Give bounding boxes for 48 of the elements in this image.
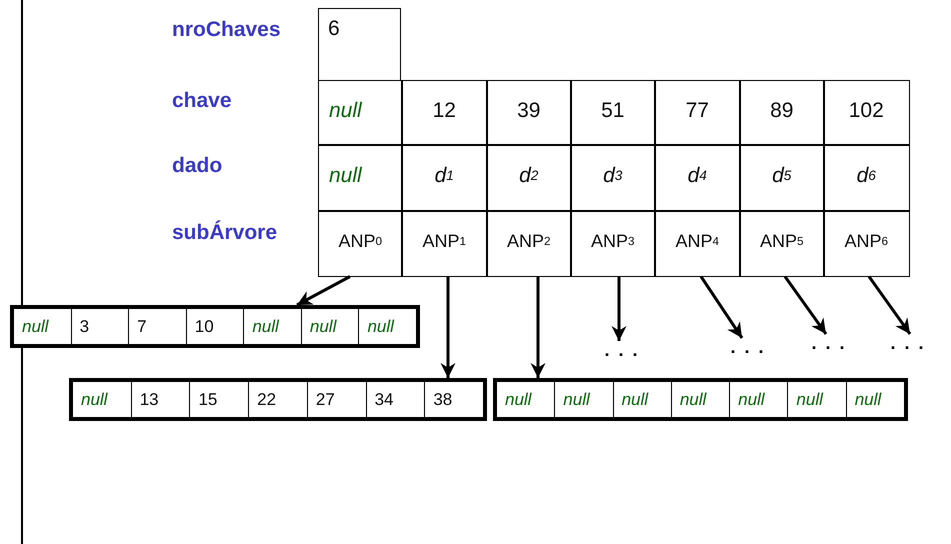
array-cell: null xyxy=(612,382,671,417)
array-cell: 38 xyxy=(424,382,484,417)
arrow xyxy=(784,276,828,335)
row-label: dado xyxy=(172,154,222,178)
table-cell: 77 xyxy=(654,80,740,146)
row-label: chave xyxy=(172,89,232,113)
array-cell: 15 xyxy=(189,382,248,417)
array-cell: 22 xyxy=(248,382,307,417)
array-cell: 27 xyxy=(306,382,366,417)
table-cell: null xyxy=(318,144,402,212)
table-cell: 102 xyxy=(823,80,910,146)
array-cell: null xyxy=(787,382,846,417)
table-cell: null xyxy=(318,80,402,146)
table-cell: 51 xyxy=(570,80,656,146)
row-label: nroChaves xyxy=(172,18,281,42)
arrow xyxy=(296,275,351,306)
arrow xyxy=(868,276,912,335)
array-cell: 13 xyxy=(130,382,190,417)
table-cell: 89 xyxy=(739,80,824,146)
table-cell: 12 xyxy=(401,80,488,146)
ellipsis: . . . xyxy=(724,338,772,358)
table-cell: 6 xyxy=(318,8,401,81)
arrow xyxy=(530,276,546,378)
arrow xyxy=(440,276,456,378)
array-cell: null xyxy=(243,309,301,344)
array-cell: 10 xyxy=(186,309,244,344)
ellipsis: . . . xyxy=(598,341,646,361)
array-box xyxy=(10,305,420,348)
array-cell: 7 xyxy=(128,309,186,344)
ellipsis: . . . xyxy=(884,334,932,354)
array-box xyxy=(493,378,908,421)
array-cell-text: null xyxy=(80,388,109,410)
array-cell: null xyxy=(670,382,730,417)
array-cell-text: null xyxy=(504,388,533,410)
array-cell: null xyxy=(358,309,416,344)
array-cell-text: null xyxy=(21,316,50,338)
array-cell: 34 xyxy=(366,382,424,417)
arrow xyxy=(612,276,626,341)
array-cell: null xyxy=(846,382,904,417)
array-box xyxy=(69,378,487,421)
ellipsis: . . . xyxy=(805,334,853,354)
array-cell: null xyxy=(300,309,358,344)
array-cell: null xyxy=(554,382,613,417)
array-cell: null xyxy=(729,382,788,417)
row-label: subÁrvore xyxy=(172,221,278,245)
table-cell: 39 xyxy=(486,80,572,146)
arrow xyxy=(700,276,744,339)
array-cell: 3 xyxy=(70,309,128,344)
